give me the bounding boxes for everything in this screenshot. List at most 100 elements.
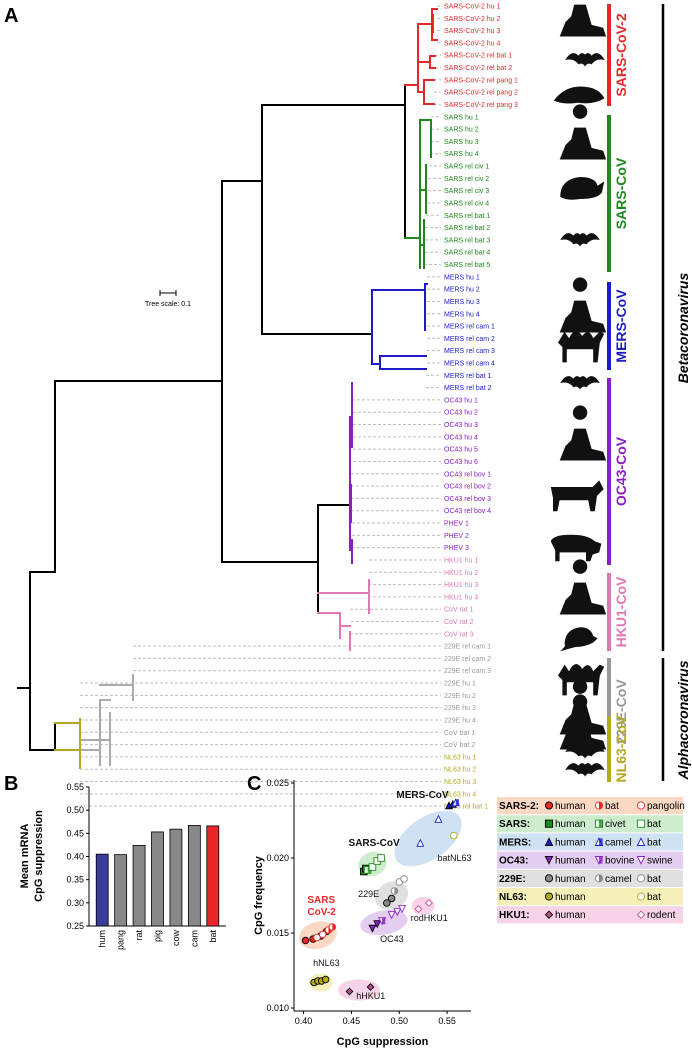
marker-half: [382, 917, 386, 925]
marker-shape: [368, 924, 377, 933]
marker-shape: [377, 854, 385, 862]
marker-shape: [544, 892, 554, 901]
legend-item-label: pangolin: [647, 801, 685, 812]
point-oc43-swine: [387, 911, 396, 920]
tip-label: SARS-CoV-2 rel pang 3: [444, 102, 518, 109]
marker-shape: [387, 911, 396, 920]
scatter-y-tick-label: 0.020: [266, 853, 289, 863]
scatter-y-tick-label: 0.010: [266, 1003, 289, 1013]
bar-y-tick-label: 0.55: [66, 782, 84, 792]
tip-label: SARS rel bat 3: [444, 237, 490, 244]
bar-y-tick-label: 0.25: [66, 921, 84, 931]
point-oc43-swine: [398, 905, 407, 914]
tip-label: NL63 hu 2: [444, 767, 476, 774]
legend-marker: [544, 856, 554, 865]
legend-marker: [544, 910, 554, 919]
human-icon: [559, 104, 607, 160]
tip-label: SARS-CoV-2 hu 3: [444, 28, 501, 35]
point-229e-human: [387, 894, 396, 903]
marker-shape: [301, 936, 310, 945]
tip-label: MERS hu 3: [444, 299, 480, 306]
legend-item-label: human: [555, 801, 586, 812]
clade-label-229e-cov: 229E-CoV: [613, 679, 629, 745]
bar-category-label: pang: [116, 930, 126, 950]
tip-label: SARS rel civ 1: [444, 164, 489, 171]
tip-label: MERS rel cam 4: [444, 360, 495, 367]
tip-label: SARS rel bat 2: [444, 225, 490, 232]
rat-icon: [560, 627, 598, 652]
legend-marker: [544, 819, 554, 828]
host-silhouettes: [550, 4, 607, 777]
marker-shape: [366, 983, 375, 991]
point-mers-camel: [451, 798, 460, 807]
tip-label: HKU1 hu 1: [444, 557, 478, 564]
marker-shape: [434, 814, 443, 823]
scatter-y-label: CpG frequency: [253, 855, 265, 935]
scatter-annotation: rodHKU1: [411, 913, 448, 923]
panel-label-a: A: [4, 5, 18, 27]
marker-half: [599, 801, 603, 810]
marker-shape: [636, 801, 646, 810]
marker-shape: [383, 899, 391, 907]
marker-shape: [544, 856, 554, 865]
tip-label: NL63 rel bat 1: [444, 804, 488, 811]
legend-item-label: bat: [647, 874, 661, 885]
tip-label: MERS rel bat 2: [444, 385, 492, 392]
legend-row-nl63: [497, 888, 683, 906]
clade-label-hku1-cov: HKU1-CoV: [613, 576, 629, 647]
tip-label: MERS hu 2: [444, 287, 480, 294]
marker-shape: [544, 819, 554, 828]
point-mers-bat: [434, 814, 443, 823]
tree-scale: Tree scale: 0.1: [145, 290, 191, 308]
tip-label: NL63 hu 1: [444, 754, 476, 761]
tip-label: CoV bat 2: [444, 742, 475, 749]
clade-labels: SARS-CoV-2SARS-CoVMERS-CoVOC43-CoVHKU1-C…: [607, 4, 629, 782]
point-229e-human: [383, 899, 391, 907]
legend-group-label: OC43:: [499, 856, 528, 867]
point-oc43-swine: [393, 908, 402, 917]
marker-shape: [400, 875, 408, 883]
bar-category-label: rat: [134, 930, 144, 941]
bat-icon: [565, 53, 605, 67]
scatter-annotation: SARS-CoV: [349, 838, 400, 849]
tip-label: SARS rel bat 5: [444, 262, 490, 269]
tip-label: OC43 hu 1: [444, 397, 478, 404]
marker-shape: [398, 905, 407, 914]
tip-label: MERS hu 1: [444, 274, 480, 281]
legend-item-label: human: [555, 874, 586, 885]
legend-group-label: MERS:: [499, 837, 531, 848]
bar-y-label-line2: CpG suppression: [33, 810, 45, 902]
tip-label: SARS rel civ 2: [444, 176, 489, 183]
tip-label: HKU1 hu 3: [444, 582, 478, 589]
scatter-x-tick-label: 0.55: [438, 1016, 456, 1026]
tip-label: SARS-CoV-2 rel pang 1: [444, 77, 518, 84]
tip-label: SARS-CoV-2 hu 2: [444, 16, 501, 23]
camel-icon: [558, 331, 605, 363]
legend-row-hku1: [497, 906, 683, 924]
tip-label: MERS rel bat 1: [444, 373, 492, 380]
scatter-annotation: 229E: [358, 889, 379, 899]
clade-label-sars-cov: SARS-CoV: [613, 157, 629, 229]
marker-half: [599, 838, 603, 846]
pangolin-icon: [553, 86, 605, 104]
legend-item-label: human: [555, 819, 586, 830]
tip-label: 229E rel cam 1: [444, 644, 491, 651]
tip-label: SARS hu 3: [444, 139, 479, 146]
bar-cam: [187, 825, 201, 927]
legend-item-label: bovine: [605, 856, 635, 867]
tip-label: CoV rat 1: [444, 607, 474, 614]
legend-marker: [594, 837, 604, 846]
tip-label: PHEV 2: [444, 533, 469, 540]
bar-hum: [95, 853, 109, 927]
panel-label-b: B: [4, 773, 18, 795]
point-sars-bat: [377, 854, 385, 862]
tip-label: CoV bat 1: [444, 730, 475, 737]
legend-marker: [636, 856, 646, 865]
marker-shape: [544, 874, 554, 883]
bar-cow: [169, 828, 183, 927]
tip-label: OC43 rel bov 1: [444, 471, 491, 478]
legend-marker: [636, 801, 646, 810]
point-sars-2-pangolin: [318, 930, 327, 939]
